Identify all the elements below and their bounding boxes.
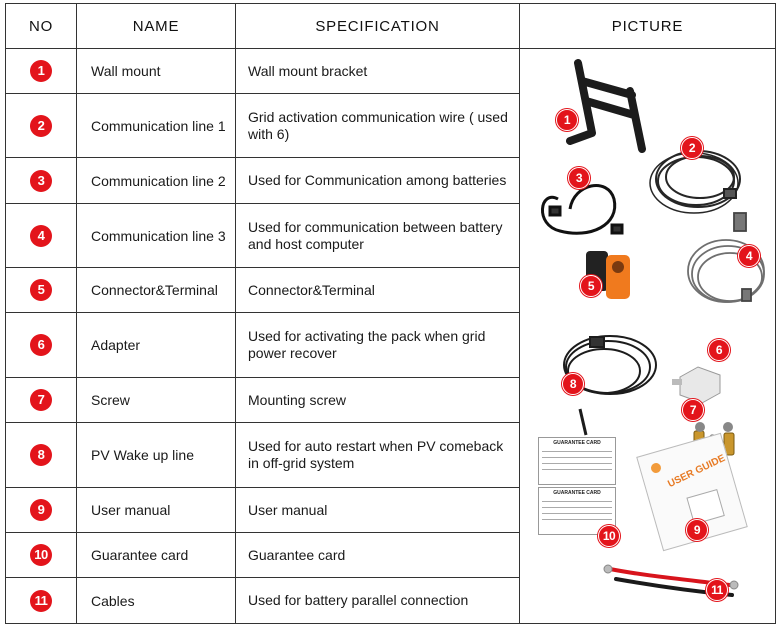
table-row: 2 Communication line 1 Grid activation c… [5,93,776,158]
picture-badge-6: 6 [708,339,730,361]
picture-badge-3: 3 [568,167,590,189]
table-row: 3 Communication line 2 Used for Communic… [5,157,776,204]
item-spec: Used for communication between battery a… [235,203,520,268]
item-name: Cables [76,577,236,624]
item-number-badge: 11 [30,589,52,612]
item-spec: Used for activating the pack when grid p… [235,312,520,378]
picture-cell: GUARANTEE CARD GUARANTEE CARD USER GUIDE [519,48,776,624]
picture-badge-1: 1 [556,109,578,131]
item-number-badge: 8 [30,444,52,466]
item-spec: Guarantee card [235,532,520,578]
picture-badge-10: 10 [598,525,620,547]
item-number-badge: 5 [30,279,52,301]
header-name: NAME [76,3,236,49]
manual-logo-icon [649,461,663,475]
item-number-badge: 7 [30,389,52,411]
item-name: User manual [76,487,236,533]
picture-badge-4: 4 [738,245,760,267]
picture-badge-7-8: 8 [562,373,584,395]
communication-line-1-image [649,150,741,214]
item-number-badge: 6 [30,334,52,356]
table-row: 8 PV Wake up line Used for auto restart … [5,422,776,488]
item-name: Communication line 1 [76,93,236,158]
item-spec: User manual [235,487,520,533]
communication-line-3-image [687,212,765,303]
guarantee-card-title: GUARANTEE CARD [553,440,601,446]
table-row: 1 Wall mount Wall mount bracket [5,48,776,624]
item-name: Adapter [76,312,236,378]
header-specification: SPECIFICATION [235,3,520,49]
wall-mount-bracket-image [566,59,646,153]
table-row: 7 Screw Mounting screw [5,377,776,423]
picture-badge-9: 9 [686,519,708,541]
guarantee-card-image-back: GUARANTEE CARD [538,487,616,535]
item-spec: Used for battery parallel connection [235,577,520,624]
adapter-image [672,366,721,404]
table-row: 6 Adapter Used for activating the pack w… [5,312,776,378]
item-name: Connector&Terminal [76,267,236,313]
item-number-badge: 2 [30,114,52,137]
item-spec: Connector&Terminal [235,267,520,313]
picture-badge-5: 5 [580,275,602,297]
item-name: Communication line 3 [76,203,236,268]
header-picture: PICTURE [519,3,776,49]
item-number-badge: 4 [30,224,52,247]
connector-terminal-image [586,251,630,299]
item-number-badge: 1 [30,60,52,82]
accessories-illustration [541,59,765,597]
pv-wake-up-line-image [563,335,657,436]
item-spec: Mounting screw [235,377,520,423]
picture-badge-2: 2 [681,137,703,159]
picture-badge-11: 11 [706,579,728,601]
item-spec: Used for auto restart when PV comeback i… [235,422,520,488]
item-name: Wall mount [76,48,236,94]
guarantee-card-image: GUARANTEE CARD [538,437,616,485]
accessory-table: NO NAME SPECIFICATION PICTURE 1 Wall mou… [5,3,776,624]
item-name: PV Wake up line [76,422,236,488]
communication-line-2-image [541,184,624,235]
table-row: 9 User manual User manual [5,487,776,533]
header-row: NO NAME SPECIFICATION PICTURE [5,3,776,49]
item-spec: Wall mount bracket [235,48,520,94]
item-name: Guarantee card [76,532,236,578]
manual-title: USER GUIDE [666,452,728,491]
item-spec: Grid activation communication wire ( use… [235,93,520,158]
header-no: NO [5,3,77,49]
table-row: 10 Guarantee card Guarantee card [5,532,776,578]
item-number-badge: 9 [30,499,52,521]
item-spec: Used for Communication among batteries [235,157,520,204]
guarantee-card-title-back: GUARANTEE CARD [553,490,601,496]
item-name: Communication line 2 [76,157,236,204]
item-number-badge: 3 [30,169,52,192]
item-name: Screw [76,377,236,423]
picture-badge-7: 7 [682,399,704,421]
item-number-badge: 10 [30,544,52,566]
table-row: 11 Cables Used for battery parallel conn… [5,577,776,624]
